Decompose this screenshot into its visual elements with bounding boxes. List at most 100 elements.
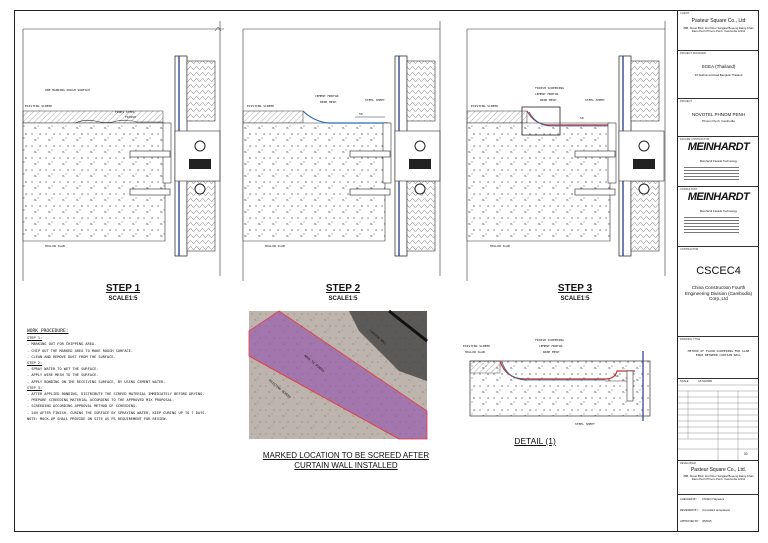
work-procedure-heading: WORK PROCEDURE: [27,329,69,334]
detail-dim: 50 [615,374,619,378]
detail-label-slab: HOLLOW SLAB [465,350,485,354]
step-1-detail: ONE MARKING ROUGH SURFACE FINES STEEL FI… [22,21,224,281]
wp-step-3-item: - 24H AFTER FINISH, CURING THE SURFACE B… [27,410,207,415]
step-3-label-mesh: WIRE MESH [540,98,556,102]
step-2-title: STEP 2 [325,283,361,294]
tb-client-label: CLIENT [680,12,690,15]
tb-approved-label: APPROVED BY [680,520,699,523]
tb-facade-label: FACADE CONTRACTOR [680,138,710,141]
tb-logo-2-addr: Meinhardt Facade Technology [699,209,738,213]
step-1-scale: SCALE1:5 [108,296,138,302]
tb-facade: FACADE CONTRACTOR MEINHARDT Meinhardt Fa… [678,137,759,187]
title-block: CLIENT Pasteur Square Co., Ltd #88, Stre… [677,11,759,531]
step-3-label-mortar: CEMENT MORTAR [535,92,559,96]
tb-consultant: CONSULTANT MEINHARDT Meinhardt Facade Te… [678,187,759,247]
wp-step-1-item: - MARKING OUT FOR CHIPPING AREA. [27,342,97,347]
tb-contractor: CONTRACTOR CSCEC4 China Construction Fou… [678,247,759,337]
step-1-label-finish: FINISH [125,115,136,119]
tb-checked-label: CHECKED BY [680,498,697,501]
tb-pm-label: PROJECT MANAGER [680,52,706,55]
drawing-frame: ONE MARKING ROUGH SURFACE FINES STEEL FI… [15,11,677,531]
wp-note: NOTE: MOCK-UP SHALL PROVIDE ON SITE AS P… [27,416,168,421]
tb-project: PROJECT NOVOTEL PHNOM PENH Phnom Penh, C… [678,99,759,137]
tb-scale-value: AS SHOWN [698,380,713,383]
step-2-detail: EXISTING SCREED CEMENT MORTAR WIRE MESH … [242,21,441,281]
wp-step-3-item: - PREPARE SCREEDING MATERIAL ACCORDING T… [27,398,175,403]
step-3-dim: 50 [580,116,584,120]
tb-developer-name: Pasteur Square Co., Ltd. [690,467,747,473]
tb-grid-svg [678,384,759,460]
tb-contractor-sub: China Construction Fourth Engineering Di… [684,285,753,302]
tb-rev: 00 [744,452,748,456]
wp-step-3-item: - AFTER APPLIED BONDING, DISTRIBUTE THE … [27,392,205,397]
wp-step-3-item: - SCREEDING ACCORDING APPROVAL METHOD OF… [27,404,138,409]
tb-signatures: CHECKED BY CSCEC4 Signature REVIEWED BY … [678,495,759,531]
step-3-label-screed: EXISTING SCREED [471,104,498,108]
tb-dt-label: DRAWING TITLE [680,338,701,341]
step-2-label-slab: HOLLOW SLAB [265,244,285,248]
drawing-sheet: ONE MARKING ROUGH SURFACE FINES STEEL FI… [14,10,759,532]
detail-label-mesh: WIRE MESH [543,350,559,354]
tb-project-name: NOVOTEL PHNOM PENH [691,112,746,117]
tb-checked-value: CSCEC4 Signature [702,498,725,501]
tb-reviewed-value: (Consultant acceptance) [702,509,731,512]
step-2-label-mesh: WIRE MESH [320,100,336,104]
detail-label-mortar: CEMENT MORTAR [539,344,563,348]
step-2-label-mortar: CEMENT MORTAR [315,94,339,98]
tb-pm-name: SGEA (Thailand) [701,64,736,69]
step-3-label-slab: HOLLOW SLAB [490,244,510,248]
step-2-label-sheet: STEEL SHEET [365,98,385,102]
tb-grid: SCALE AS SHOWN 00 [678,379,759,461]
tb-developer-label: DEVELOPER [680,462,696,465]
detail-label-finish: FINISH SCREEDING [535,338,564,342]
tb-pm: PROJECT MANAGER SGEA (Thailand) #3 Sukhu… [678,51,759,99]
tb-logo-1-lines [684,165,739,182]
wp-step-2-item: - APPLY BONDING ON THE RECEIVING SURFACE… [27,379,166,384]
wp-step-3-title: STEP 3: [27,385,43,390]
tb-drawing-title: DRAWING TITLE METHOD OF FLOOR SCREEDING … [678,337,759,379]
tb-contractor-label: CONTRACTOR [680,248,699,251]
detail-label-sheet: STEEL SHEET [575,422,595,426]
tb-logo-2: MEINHARDT [687,191,750,203]
site-photo: CURTAIN WALL AREA TO SCREED EXISTING SCR… [248,309,428,440]
tb-reviewed-label: REVIEWED BY [680,509,699,512]
wp-step-2-item: - SPRAY WATER TO WET THE SURFACE. [27,367,99,372]
tb-client-addr: #88, Street Blvd, 2nd Floor Sangkat Boeu… [683,26,754,34]
wp-step-1-item: - CHIP OUT THE MARKED AREA TO MAKE ROUGH… [27,348,134,353]
step-1-label-screed: EXISTING SCREED [25,104,52,108]
step-3-detail: FINISH SCREEDING CEMENT MORTAR WIRE MESH… [466,21,666,281]
step-2-label-screed: EXISTING SCREED [247,104,274,108]
details-svg: ONE MARKING ROUGH SURFACE FINES STEEL FI… [22,21,666,440]
tb-project-label: PROJECT [680,100,693,103]
step-1-label-slab: HOLLOW SLAB [45,244,65,248]
step-2-dim: 50 [359,112,363,116]
step-3-scale: SCALE1:5 [560,296,590,302]
wp-step-2-title: STEP 2: [27,361,43,366]
photo-caption: MARKED LOCATION TO BE SCREED AFTER CURTA… [262,451,430,470]
tb-developer: DEVELOPER Pasteur Square Co., Ltd. #88, … [678,461,759,495]
tb-client: CLIENT Pasteur Square Co., Ltd #88, Stre… [678,11,759,51]
tb-consultant-label: CONSULTANT [680,188,698,191]
tb-logo-2-lines [684,215,739,235]
detail-1-title: DETAIL (1) [514,436,556,446]
tb-approved-value: (PMCM) [702,520,712,523]
step-3-title: STEP 3 [557,283,593,294]
step-3-label-finish: FINISH SCREEDING [535,86,564,90]
wp-step-2-item: - APPLY WIRE MESH TO THE SURFACE. [27,373,99,378]
tb-scale-label: SCALE [680,380,689,383]
tb-logo-1: MEINHARDT [687,141,750,153]
step-1-label-marking: ONE MARKING ROUGH SURFACE [45,88,90,92]
detail-1-drawing: FINISH SCREEDING CEMENT MORTAR WIRE MESH… [463,338,651,426]
step-2-scale: SCALE1:5 [328,296,358,302]
tb-project-sub: Phnom Penh, Cambodia [702,119,735,123]
tb-contractor-name: CSCEC4 [696,265,741,277]
tb-client-name: Pasteur Square Co., Ltd [691,18,746,24]
step-1-title: STEP 1 [105,283,141,294]
tb-developer-addr: #88, Street Blvd, 2nd Floor Sangkat Boeu… [683,474,754,482]
step-3-label-sheet: STEEL SHEET [585,98,605,102]
detail-label-screed: EXISTING SCREED [463,344,490,348]
tb-dt-text: METHOD OF FLOOR SCREEDING FOR SLAB EDGE … [687,349,750,357]
step-1-label-steel: FINES STEEL [115,110,135,114]
tb-pm-addr: #3 Sukhumvit Road Bangkok Thailand [694,73,743,77]
wp-step-1-item: - CLEAN AND REMOVE DUST FROM THE SURFACE… [27,354,116,359]
